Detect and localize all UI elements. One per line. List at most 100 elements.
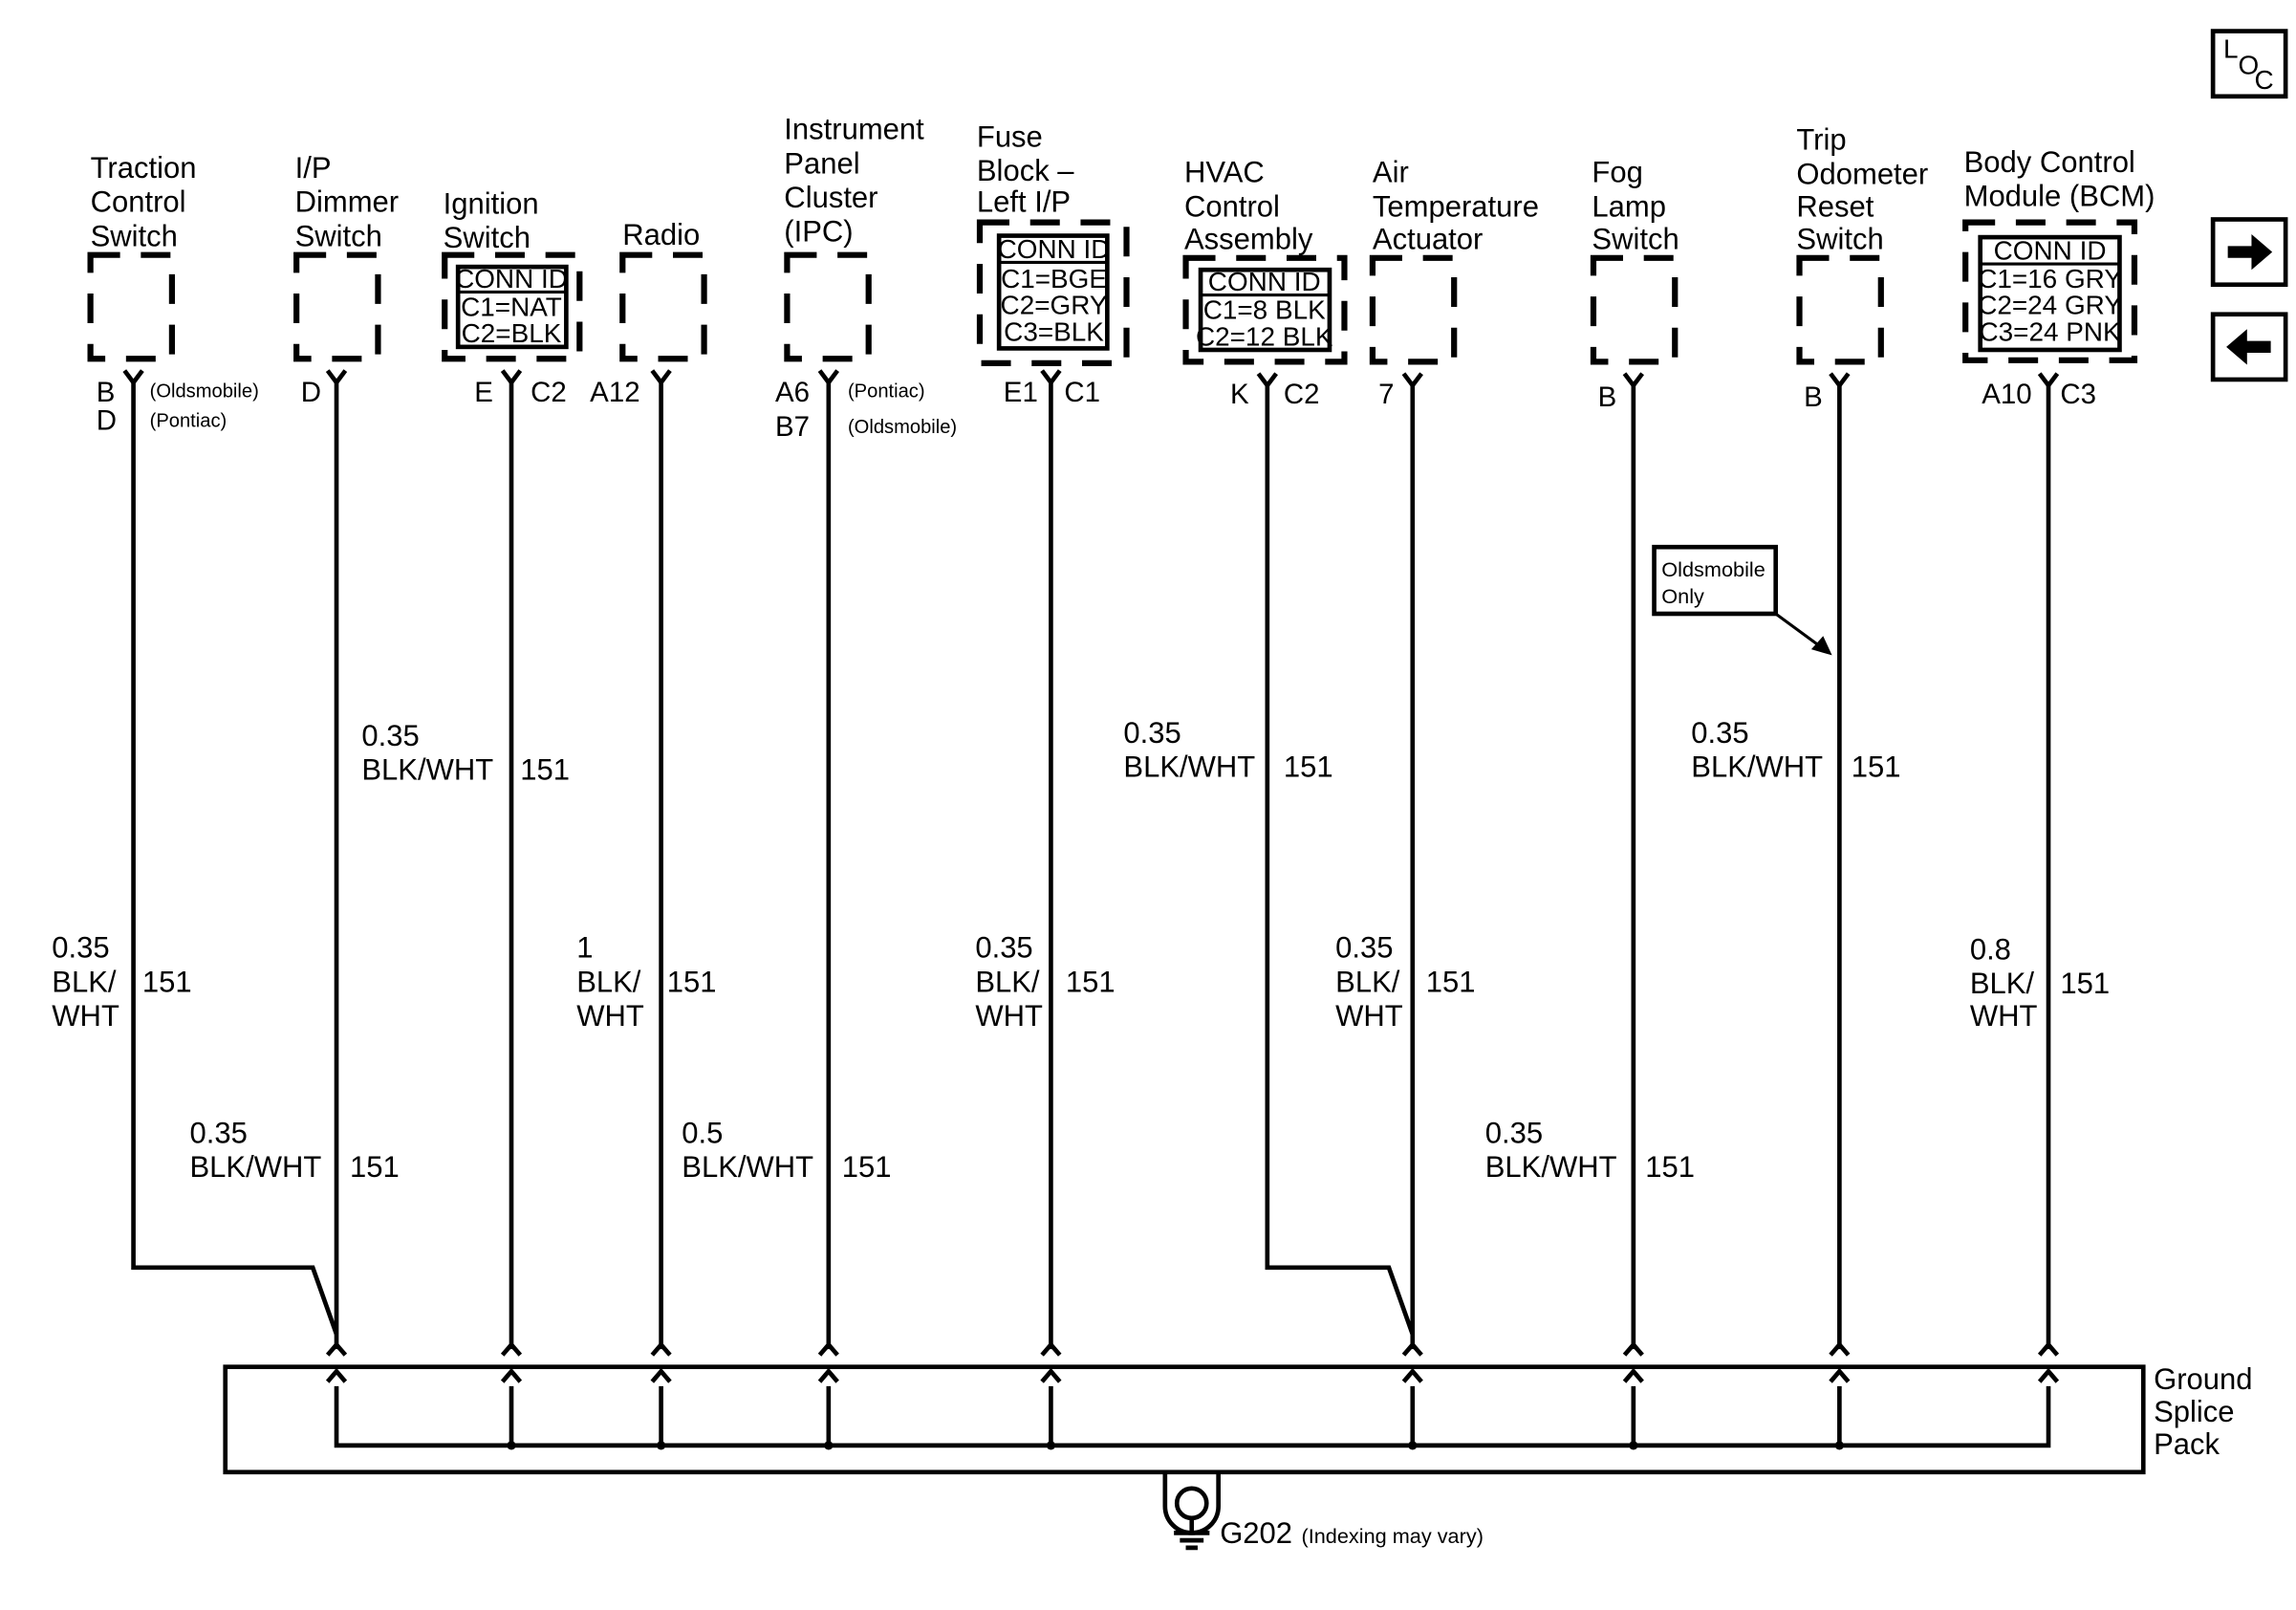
label-ignition-switch: Ignition Switch [444, 186, 539, 254]
splice-pack-label: Ground [2154, 1362, 2252, 1396]
ground-g202: G202 (Indexing may vary) [1162, 1471, 1484, 1550]
conn-id-row: C2=24 GRY [1978, 291, 2122, 320]
wire-color: BLK/WHT [682, 1150, 813, 1184]
component-name-line: Traction [91, 151, 197, 185]
wires [122, 369, 2060, 1357]
previous-page-button[interactable] [2210, 312, 2288, 382]
loc-letter-c: C [2255, 65, 2274, 95]
conn-id-title: CONN ID [1994, 235, 2107, 265]
pin-note: (Oldsmobile) [848, 417, 957, 438]
conn-id-title: CONN ID [998, 234, 1111, 264]
pin-label: B7 [775, 411, 810, 443]
wire-color: BLK/WHT [1691, 751, 1823, 784]
ignition-conn-id-table: CONN ID C1=NAT C2=BLK [455, 264, 569, 350]
label-body-control-module: Body Control Module (BCM) [1964, 145, 2155, 213]
hvac-control-assembly-box [1182, 254, 1348, 365]
wire-size: 0.8 [1970, 932, 2011, 966]
wire-color: BLK/WHT [361, 753, 493, 787]
component-name-line: Trip [1796, 123, 1846, 157]
label-traction-control-switch: Traction Control Switch [91, 151, 197, 252]
loc-letter-l: L [2223, 33, 2239, 63]
label-trip-odometer-reset-switch: Trip Odometer Reset Switch [1796, 123, 1928, 256]
next-page-button[interactable] [2210, 217, 2288, 288]
wire-size: 0.35 [190, 1117, 248, 1150]
pin-label: D [301, 377, 321, 408]
component-name-line: Ignition [444, 186, 539, 220]
instrument-panel-cluster-box [784, 251, 872, 362]
pin-note: (Pontiac) [848, 381, 925, 402]
component-name-line: Reset [1796, 189, 1874, 223]
pin-label: B [1598, 381, 1617, 413]
component-name-line: Fuse [977, 120, 1043, 154]
component-name-line: Assembly [1184, 223, 1313, 256]
wire-color: WHT [975, 999, 1043, 1033]
wire-color: BLK/WHT [1123, 751, 1255, 784]
component-name-line: Panel [784, 146, 859, 180]
air-temperature-actuator-box [1369, 254, 1458, 365]
component-name-line: Dimmer [295, 185, 400, 219]
component-name-line: Switch [91, 219, 178, 252]
ground-splice-pack: Ground Splice Pack [223, 1362, 2253, 1475]
callout-line: Oldsmobile [1661, 557, 1765, 581]
bcm-conn-id-table: CONN ID C1=16 GRY C2=24 GRY C3=24 PNK [1978, 234, 2122, 353]
component-name-line: Switch [1796, 223, 1883, 256]
component-name-line: Control [91, 185, 186, 219]
wire-size: 0.35 [1123, 716, 1180, 750]
conn-id-row: C2=GRY [1001, 291, 1108, 320]
wire-circuit: 151 [2060, 967, 2110, 1000]
wire-circuit: 151 [1426, 965, 1476, 998]
pin-label: A6 [775, 377, 810, 408]
hvac-conn-id-table: CONN ID C1=8 BLK C2=12 BLK [1196, 267, 1333, 353]
wire-color: BLK/ [1970, 967, 2035, 1000]
pin-label: K [1230, 379, 1249, 410]
pin-label: B [97, 377, 116, 408]
pin-label: C3 [2060, 379, 2096, 410]
pin-note: (Oldsmobile) [150, 381, 259, 402]
callout-arrow-icon [1810, 636, 1832, 656]
wire-circuit: 151 [842, 1150, 892, 1184]
wire-color: BLK/WHT [190, 1150, 322, 1184]
wire-circuit: 151 [1645, 1150, 1695, 1184]
ground-note: (Indexing may vary) [1301, 1524, 1483, 1548]
radio-box [619, 251, 707, 362]
wire-circuit: 151 [1066, 965, 1116, 998]
loc-button[interactable]: L O C [2210, 29, 2288, 99]
trip-odometer-reset-switch-box [1796, 254, 1884, 365]
label-radio: Radio [622, 218, 700, 251]
splice-pack-label: Splice [2154, 1395, 2234, 1428]
component-name-line: Actuator [1373, 223, 1483, 256]
pin-label: C2 [1284, 379, 1320, 410]
component-name-line: Body Control [1964, 145, 2135, 179]
component-name-line: Switch [1592, 223, 1679, 256]
pin-label: D [97, 405, 117, 437]
wire-color: WHT [52, 999, 119, 1033]
conn-id-row: C1=BGE [1001, 264, 1107, 294]
wire-labels: 0.35 BLK/WHT 151 0.35 BLK/WHT 151 0.35 B… [52, 716, 2110, 1184]
component-name-line: Instrument [784, 113, 924, 146]
component-name-line: Block – [977, 154, 1074, 187]
splice-pack-label: Pack [2154, 1427, 2220, 1461]
label-fuse-block: Fuse Block – Left I/P [977, 120, 1074, 219]
wire-traction [131, 382, 339, 1336]
component-name-line: Cluster [784, 181, 877, 214]
conn-id-row: C2=BLK [462, 318, 562, 348]
wire-size: 0.35 [361, 719, 419, 752]
component-name-line: Radio [622, 218, 700, 251]
component-name-line: Odometer [1796, 157, 1928, 190]
pin-label: B [1804, 381, 1823, 413]
conn-id-row: C3=24 PNK [1979, 317, 2121, 347]
ground-name: G202 [1220, 1516, 1292, 1550]
component-name-line: Temperature [1373, 189, 1539, 223]
wire-size: 0.5 [682, 1117, 723, 1150]
wire-color: BLK/ [975, 965, 1040, 998]
wire-color: BLK/ [1335, 965, 1400, 998]
component-name-line: I/P [295, 151, 332, 185]
loc-letter-o: O [2238, 51, 2259, 80]
component-name-line: Fog [1592, 156, 1642, 189]
wire-size: 0.35 [52, 931, 109, 965]
ignition-switch-box [442, 251, 583, 362]
wire-color: WHT [1335, 999, 1403, 1033]
wire-color: WHT [576, 999, 644, 1033]
component-name-line: Switch [295, 219, 382, 252]
